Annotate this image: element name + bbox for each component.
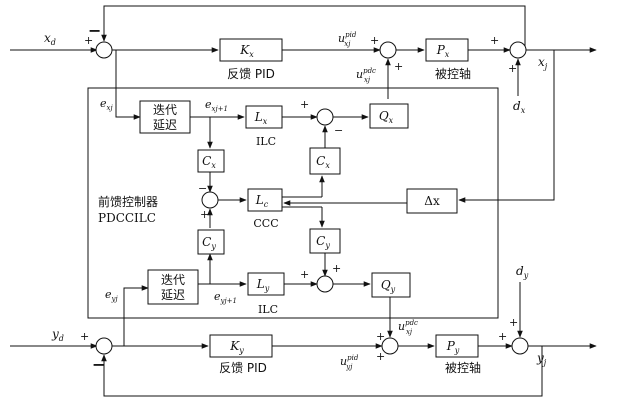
block-cy-right: Cy — [309, 228, 341, 254]
controller-name: PDCCILC — [98, 211, 156, 225]
svg-text:Cy: Cy — [202, 235, 216, 251]
svg-text:Px: Px — [436, 43, 450, 59]
x-axis-loop — [10, 5, 597, 203]
sum-x-control — [379, 41, 397, 59]
svg-text:Lx: Lx — [254, 110, 268, 126]
block-cx-left: Cx — [197, 149, 225, 173]
svg-text:Kx: Kx — [239, 43, 254, 59]
svg-text:−: − — [198, 182, 207, 195]
svg-text:+: + — [200, 208, 209, 221]
ly-caption: ILC — [258, 303, 278, 316]
svg-text:+: + — [80, 330, 89, 343]
sum-x-output — [509, 41, 527, 59]
lc-caption: CCC — [253, 217, 278, 230]
svg-text:−: − — [334, 124, 343, 137]
label-dx: dx — [513, 99, 526, 115]
svg-text:迭代: 迭代 — [153, 103, 177, 117]
y-axis-loop — [10, 281, 597, 397]
block-ly: Ly — [247, 272, 285, 296]
sum-y-input — [95, 337, 113, 355]
sum-ilc-y — [316, 275, 334, 293]
lx-caption: ILC — [256, 135, 276, 148]
svg-text:Lc: Lc — [255, 193, 269, 209]
svg-text:−: − — [88, 21, 101, 40]
junction-signs: + − + + + + + − − + + + + − + + + + — [80, 21, 518, 374]
svg-text:延迟: 延迟 — [153, 118, 177, 132]
label-xd: xd — [44, 31, 56, 47]
svg-text:−: − — [92, 355, 105, 374]
label-eyj1: eyj+1 — [214, 290, 237, 305]
svg-text:迭代: 迭代 — [161, 273, 185, 287]
ky-caption: 反馈 PID — [219, 361, 267, 375]
block-lx: Lx — [245, 105, 283, 129]
svg-text:+: + — [84, 34, 93, 47]
svg-text:Py: Py — [446, 339, 460, 355]
block-kx: Kx — [219, 38, 283, 62]
sum-x-input — [95, 41, 113, 59]
label-exj: exj — [100, 97, 113, 112]
block-lc: Lc — [247, 188, 283, 212]
label-exj1: exj+1 — [205, 98, 228, 113]
svg-text:+: + — [376, 350, 385, 363]
x-ilc-path — [190, 114, 407, 284]
block-delay-y: 迭代 延迟 — [147, 269, 199, 305]
svg-text:Cx: Cx — [316, 154, 330, 170]
svg-text:Cx: Cx — [202, 154, 216, 170]
label-eyj: eyj — [105, 288, 118, 303]
svg-text:Ly: Ly — [256, 277, 270, 293]
block-qy: Qy — [371, 272, 411, 298]
sum-coupling — [201, 191, 219, 209]
block-py: Py — [435, 334, 479, 358]
px-caption: 被控轴 — [435, 66, 471, 81]
label-yd: yd — [51, 327, 64, 343]
svg-text:+: + — [300, 98, 309, 111]
label-xj: xj — [538, 55, 548, 71]
svg-text:Qy: Qy — [381, 278, 396, 294]
svg-text:Qx: Qx — [379, 109, 394, 125]
svg-text:Δx: Δx — [424, 194, 440, 208]
block-px: Px — [425, 38, 469, 62]
svg-text:+: + — [490, 34, 499, 47]
sum-y-output — [511, 337, 529, 355]
svg-text:+: + — [370, 34, 379, 47]
block-cy-left: Cy — [197, 229, 225, 255]
svg-text:延迟: 延迟 — [161, 288, 185, 302]
feedforward-controller-frame — [87, 87, 499, 319]
block-ky: Ky — [209, 334, 273, 358]
py-caption: 被控轴 — [445, 360, 481, 375]
svg-text:+: + — [332, 262, 341, 275]
label-dy: dy — [516, 264, 529, 280]
label-yj: yj — [536, 351, 547, 367]
svg-text:+: + — [509, 316, 518, 329]
controller-label: 前馈控制器 — [98, 194, 158, 209]
svg-text:+: + — [394, 60, 403, 73]
block-cx-right: Cx — [309, 147, 341, 175]
svg-text:Cy: Cy — [316, 234, 330, 250]
block-qx: Qx — [369, 103, 409, 129]
svg-text:+: + — [376, 330, 385, 343]
kx-caption: 反馈 PID — [227, 67, 275, 81]
block-delta-x: Δx — [406, 188, 458, 214]
svg-text:+: + — [508, 62, 517, 75]
block-delay-x: 迭代 延迟 — [139, 100, 191, 134]
svg-text:Ky: Ky — [229, 339, 244, 355]
svg-text:+: + — [498, 330, 507, 343]
sum-ilc-x — [316, 108, 334, 126]
svg-text:+: + — [300, 268, 309, 281]
sum-y-control — [381, 337, 399, 355]
